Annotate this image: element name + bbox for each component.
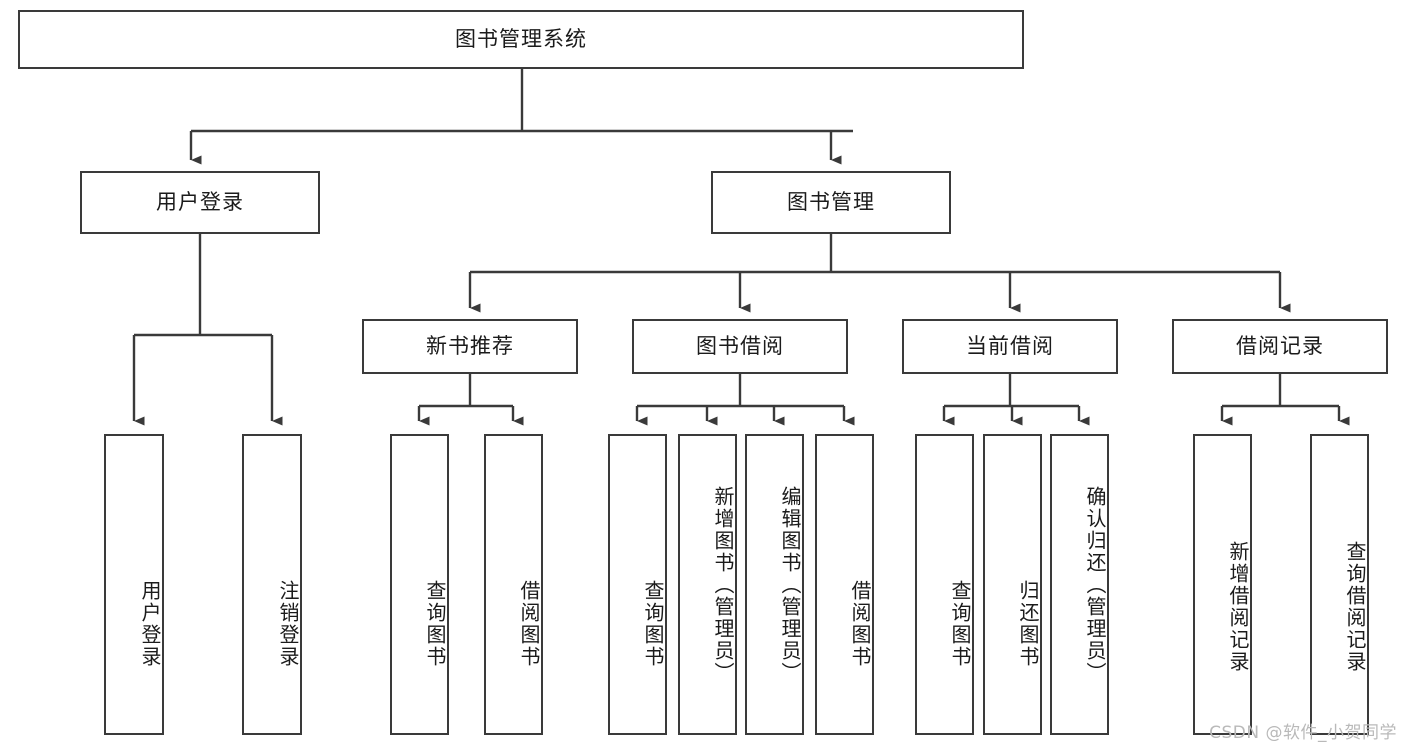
node-book-borrowing[interactable]: 图书借阅 (632, 319, 848, 374)
leaf-query-books-borrow[interactable]: 查询图书 (608, 434, 667, 735)
leaf-query-books-recommend[interactable]: 查询图书 (390, 434, 449, 735)
node-borrowing-record[interactable]: 借阅记录 (1172, 319, 1388, 374)
node-label: 图书管理系统 (455, 26, 587, 51)
node-label: 查询借阅记录 (1343, 540, 1367, 673)
node-label: 新书推荐 (426, 333, 514, 358)
leaf-query-borrow-record[interactable]: 查询借阅记录 (1310, 434, 1369, 735)
node-label: 新增图书（管理员） (711, 485, 735, 684)
node-book-management[interactable]: 图书管理 (711, 171, 951, 234)
node-new-book-recommendation[interactable]: 新书推荐 (362, 319, 578, 374)
node-label: 归还图书 (1016, 580, 1040, 668)
node-label: 新增借阅记录 (1226, 540, 1250, 673)
node-label: 当前借阅 (966, 333, 1054, 358)
leaf-confirm-return-admin[interactable]: 确认归还（管理员） (1050, 434, 1109, 735)
node-user-login[interactable]: 用户登录 (80, 171, 320, 234)
leaf-logout[interactable]: 注销登录 (242, 434, 302, 735)
leaf-borrow-books-recommend[interactable]: 借阅图书 (484, 434, 543, 735)
leaf-add-borrow-record[interactable]: 新增借阅记录 (1193, 434, 1252, 735)
leaf-query-books-current[interactable]: 查询图书 (915, 434, 974, 735)
node-label: 查询图书 (423, 580, 447, 668)
node-label: 借阅图书 (848, 580, 872, 668)
node-label: 图书管理 (787, 189, 875, 214)
node-label: 借阅记录 (1236, 333, 1324, 358)
node-root-book-management-system[interactable]: 图书管理系统 (18, 10, 1024, 69)
node-label: 查询图书 (641, 580, 665, 668)
node-label: 确认归还（管理员） (1083, 485, 1107, 684)
node-label: 用户登录 (156, 189, 244, 214)
leaf-borrow-books[interactable]: 借阅图书 (815, 434, 874, 735)
node-label: 借阅图书 (517, 580, 541, 668)
leaf-edit-book-admin[interactable]: 编辑图书（管理员） (745, 434, 804, 735)
node-label: 用户登录 (138, 580, 162, 668)
node-label: 注销登录 (276, 580, 300, 668)
node-current-borrowing[interactable]: 当前借阅 (902, 319, 1118, 374)
node-label: 图书借阅 (696, 333, 784, 358)
leaf-add-book-admin[interactable]: 新增图书（管理员） (678, 434, 737, 735)
node-label: 编辑图书（管理员） (778, 485, 802, 684)
leaf-user-login[interactable]: 用户登录 (104, 434, 164, 735)
leaf-return-books[interactable]: 归还图书 (983, 434, 1042, 735)
node-label: 查询图书 (948, 580, 972, 668)
